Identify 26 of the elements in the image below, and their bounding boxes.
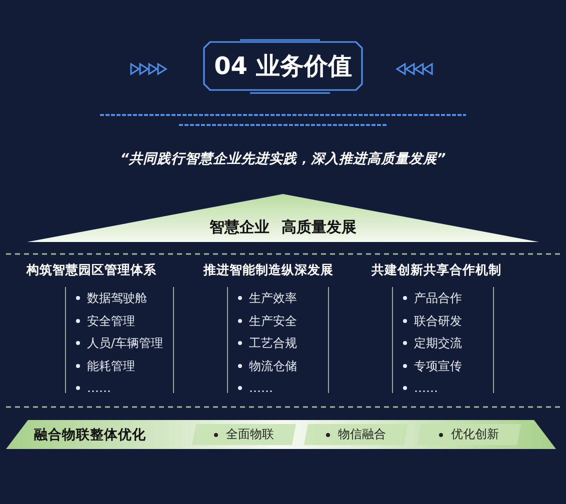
list-item: 生产安全 [238, 310, 328, 332]
list-item: 物流仓储 [238, 354, 328, 377]
banner-heading: 高质量发展 [282, 218, 356, 237]
list-item: 数据驾驶舱 [76, 287, 173, 310]
list-item: 安全管理 [76, 310, 173, 332]
list-item: 工艺合规 [238, 332, 328, 354]
list-item: 产品合作 [403, 287, 493, 310]
column-heading: 共建创新共享合作机制 [370, 262, 502, 279]
column-heading: 构筑智慧园区管理体系 [25, 262, 158, 279]
list-item: 联合研发 [403, 310, 493, 332]
list-item: …… [403, 377, 493, 400]
list-item: 人员/车辆管理 [76, 332, 173, 354]
band-heading: 融合物联整体优化 [34, 426, 146, 444]
slogan: “共同践行智慧企业先进实践，深入推进高质量发展” [119, 150, 447, 168]
tag-text: 全面物联 [226, 426, 274, 443]
list-item: 专项宣传 [403, 354, 493, 377]
banner-heading: 智慧企业 [210, 218, 270, 237]
list-item: …… [238, 377, 328, 400]
tag-text: 优化创新 [451, 426, 499, 443]
list-item: 定期交流 [403, 332, 493, 354]
tag-text: 物信融合 [338, 426, 386, 443]
column-heading: 推进智能制造纵深发展 [202, 262, 334, 279]
list-item: 能耗管理 [76, 354, 173, 377]
list-item: …… [76, 377, 173, 400]
list-item: 生产效率 [238, 287, 328, 310]
title: 04 业务价值 [214, 51, 352, 82]
